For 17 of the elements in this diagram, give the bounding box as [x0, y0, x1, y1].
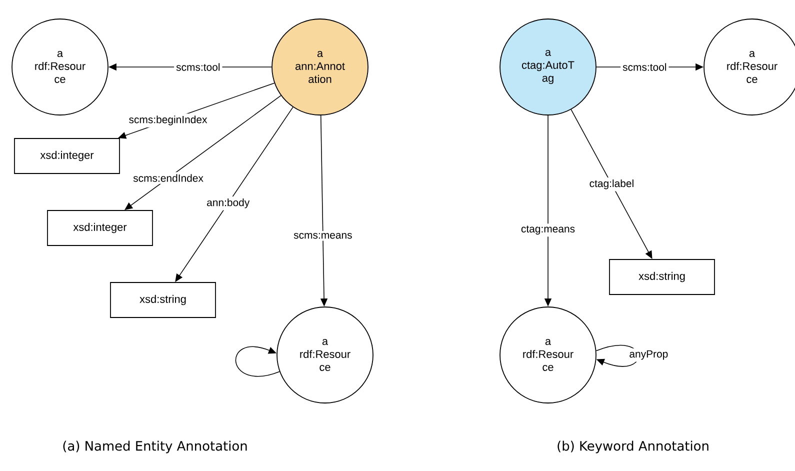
literal-box: xsd:string — [609, 259, 715, 295]
edge-label: ctag:means — [518, 224, 578, 237]
edge-label: scms:endIndex — [131, 172, 206, 184]
edge-label: scms:means — [292, 230, 354, 241]
loop-arrow — [596, 344, 639, 367]
subfigure-caption: (b) Keyword Annotation — [558, 440, 708, 454]
edge-label: anyProp — [627, 348, 670, 362]
literal-box: xsd:integer — [14, 138, 120, 174]
edge-label: ctag:label — [587, 177, 636, 192]
edge-label: scms:tool — [620, 61, 669, 73]
edge-label: scms:tool — [174, 61, 222, 73]
edge-label: ann:body — [204, 196, 252, 210]
loop-arrow — [235, 346, 280, 377]
literal-box: xsd:integer — [47, 210, 153, 246]
subfigure-caption: (a) Named Entity Annotation — [63, 440, 247, 454]
literal-box: xsd:string — [110, 282, 216, 318]
edge-label: scms:beginIndex — [126, 114, 210, 128]
